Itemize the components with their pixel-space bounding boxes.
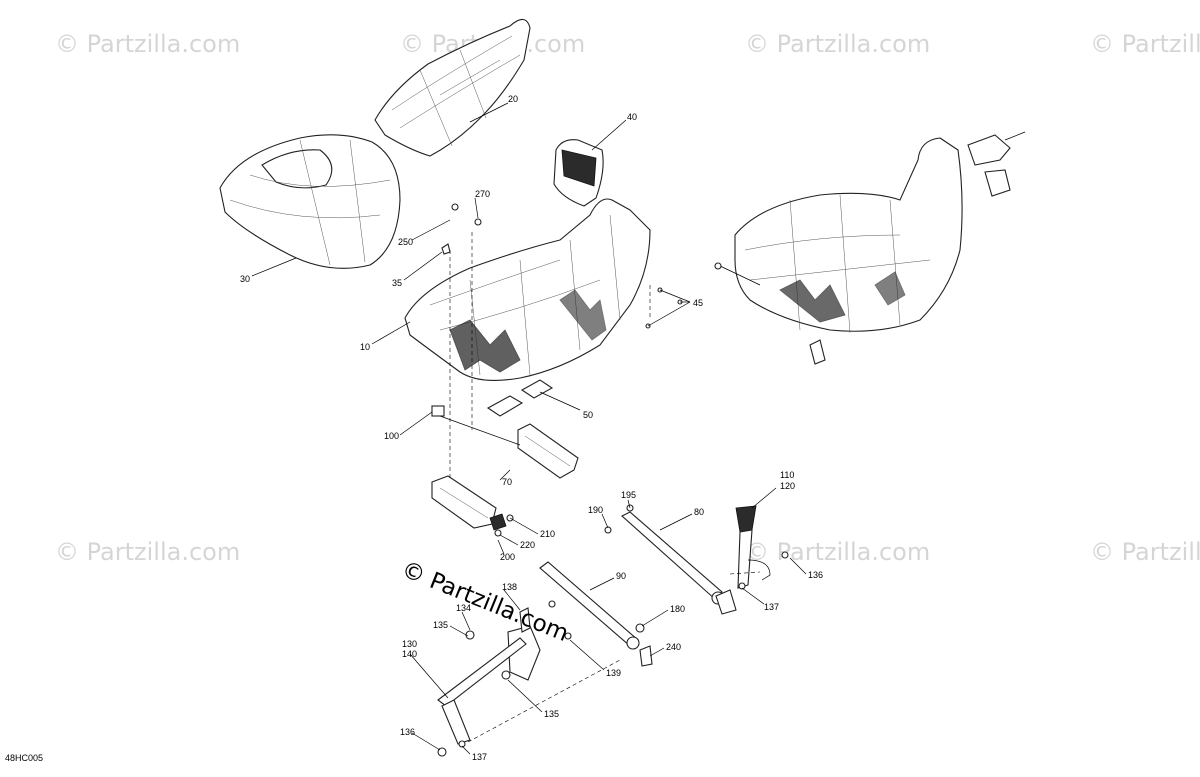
seat-rails	[431, 405, 579, 531]
callout-label: 250	[398, 237, 413, 247]
callout-label: 137	[764, 602, 779, 612]
fasteners	[437, 203, 789, 757]
callout-label: 190	[588, 505, 603, 515]
callout-label: 45	[693, 298, 703, 308]
callout-label: 50	[583, 410, 593, 420]
callout-label: 90	[616, 571, 626, 581]
seat-cushion	[219, 134, 401, 269]
callout-label: 40	[627, 112, 637, 122]
callout-label: 195	[621, 490, 636, 500]
callout-label: 200	[500, 552, 515, 562]
callout-label: 35	[392, 278, 402, 288]
watermark: © Partzilla.com	[1090, 538, 1200, 566]
callout-label: 80	[694, 507, 704, 517]
callout-label: 135	[544, 709, 559, 719]
callout-label: 210	[540, 529, 555, 539]
callout-label: 136	[400, 727, 415, 737]
seat-cushion-rear	[374, 18, 531, 157]
callout-label: 136	[808, 570, 823, 580]
callout-label: 180	[670, 604, 685, 614]
watermark-layer: © Partzilla.com © Partzilla.com © Partzi…	[55, 30, 1200, 566]
callout-label: 135	[433, 620, 448, 630]
callouts: 20 40 270 250 30 35 45 10 50 100 70 110 …	[240, 94, 823, 762]
seat-assembled	[714, 131, 1026, 365]
watermark: © Partzilla.com	[745, 538, 930, 566]
callout-label: 270	[475, 189, 490, 199]
callout-label: 130	[402, 639, 417, 649]
callout-label: 100	[384, 431, 399, 441]
callout-label: 110	[780, 470, 794, 480]
callout-label: 138	[502, 582, 517, 592]
callout-label: 70	[502, 477, 512, 487]
watermark: © Partzilla.com	[1090, 30, 1200, 58]
callout-label: 220	[520, 540, 535, 550]
belt-retractor	[437, 607, 541, 745]
belt-buckle	[715, 505, 771, 615]
callout-label: 120	[780, 481, 795, 491]
callout-label: 20	[508, 94, 518, 104]
callout-label: 140	[402, 649, 417, 659]
seat-shell	[404, 198, 651, 381]
callout-label: 240	[666, 642, 681, 652]
callout-label: 139	[606, 668, 621, 678]
leader-lines	[251, 102, 807, 755]
watermark: © Partzilla.com	[55, 538, 240, 566]
callout-label: 137	[472, 752, 487, 762]
callout-label: 134	[456, 603, 471, 613]
seat-labels	[486, 379, 554, 417]
callout-label: 30	[240, 274, 250, 284]
callout-label: 10	[360, 342, 370, 352]
watermark: © Partzilla.com	[55, 30, 240, 58]
drawing-code: 48HC005	[5, 753, 43, 763]
watermark: © Partzilla.com	[745, 30, 930, 58]
assembly-lines	[449, 232, 761, 743]
headrest-pad	[553, 139, 604, 207]
